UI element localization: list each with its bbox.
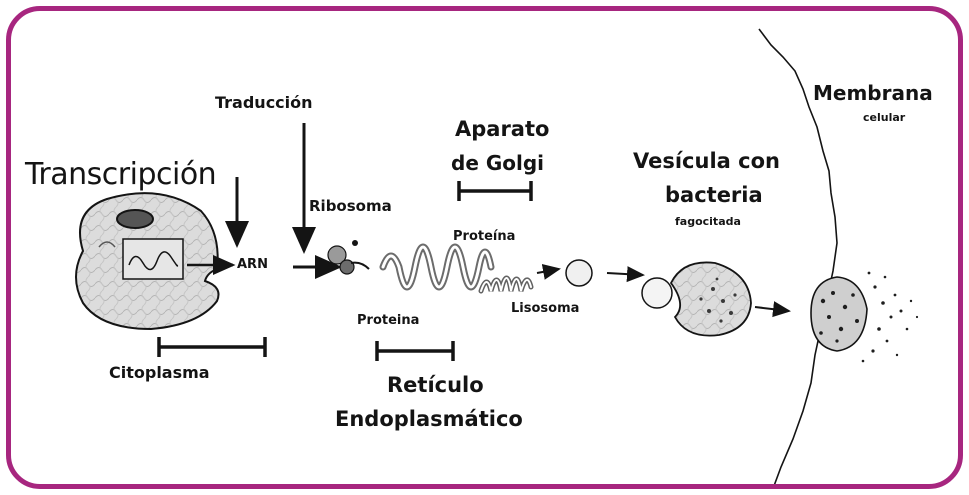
vesicle-illustration xyxy=(642,262,751,335)
label-fagocitada: fagocitada xyxy=(675,215,741,228)
diagram-frame: Transcripción Traducción ARN Ribosoma Pr… xyxy=(6,6,963,489)
label-endoplasmatico: Endoplasmático xyxy=(335,407,523,431)
arrow-to-membrane xyxy=(755,307,789,311)
lysosome-illustration xyxy=(566,260,592,286)
ribosome-illustration xyxy=(328,240,369,274)
label-bacteria: bacteria xyxy=(665,183,763,207)
label-lisosoma: Lisosoma xyxy=(511,301,579,316)
label-de-golgi: de Golgi xyxy=(451,151,544,175)
label-citoplasma: Citoplasma xyxy=(109,363,210,382)
arrow-to-vesicle xyxy=(607,273,643,275)
label-proteina-reticulo: Proteina xyxy=(357,313,419,328)
scale-bar-golgi xyxy=(459,181,531,201)
label-celular: celular xyxy=(863,111,905,124)
scale-bar-reticulo xyxy=(377,341,453,361)
label-arn: ARN xyxy=(237,257,268,272)
label-membrana: Membrana xyxy=(813,81,933,105)
label-proteina-golgi: Proteína xyxy=(453,229,515,244)
scale-bar-citoplasma xyxy=(159,337,265,357)
label-aparato: Aparato xyxy=(455,117,549,141)
nucleus-illustration xyxy=(76,193,219,329)
label-transcripcion: Transcripción xyxy=(25,157,216,192)
label-ribosoma: Ribosoma xyxy=(309,197,392,215)
exocytosis-illustration xyxy=(811,272,918,363)
arrow-golgi-to-lysosome xyxy=(537,269,559,273)
label-traduccion: Traducción xyxy=(215,93,313,112)
label-vesicula: Vesícula con xyxy=(633,149,780,173)
label-reticulo: Retículo xyxy=(387,373,484,397)
